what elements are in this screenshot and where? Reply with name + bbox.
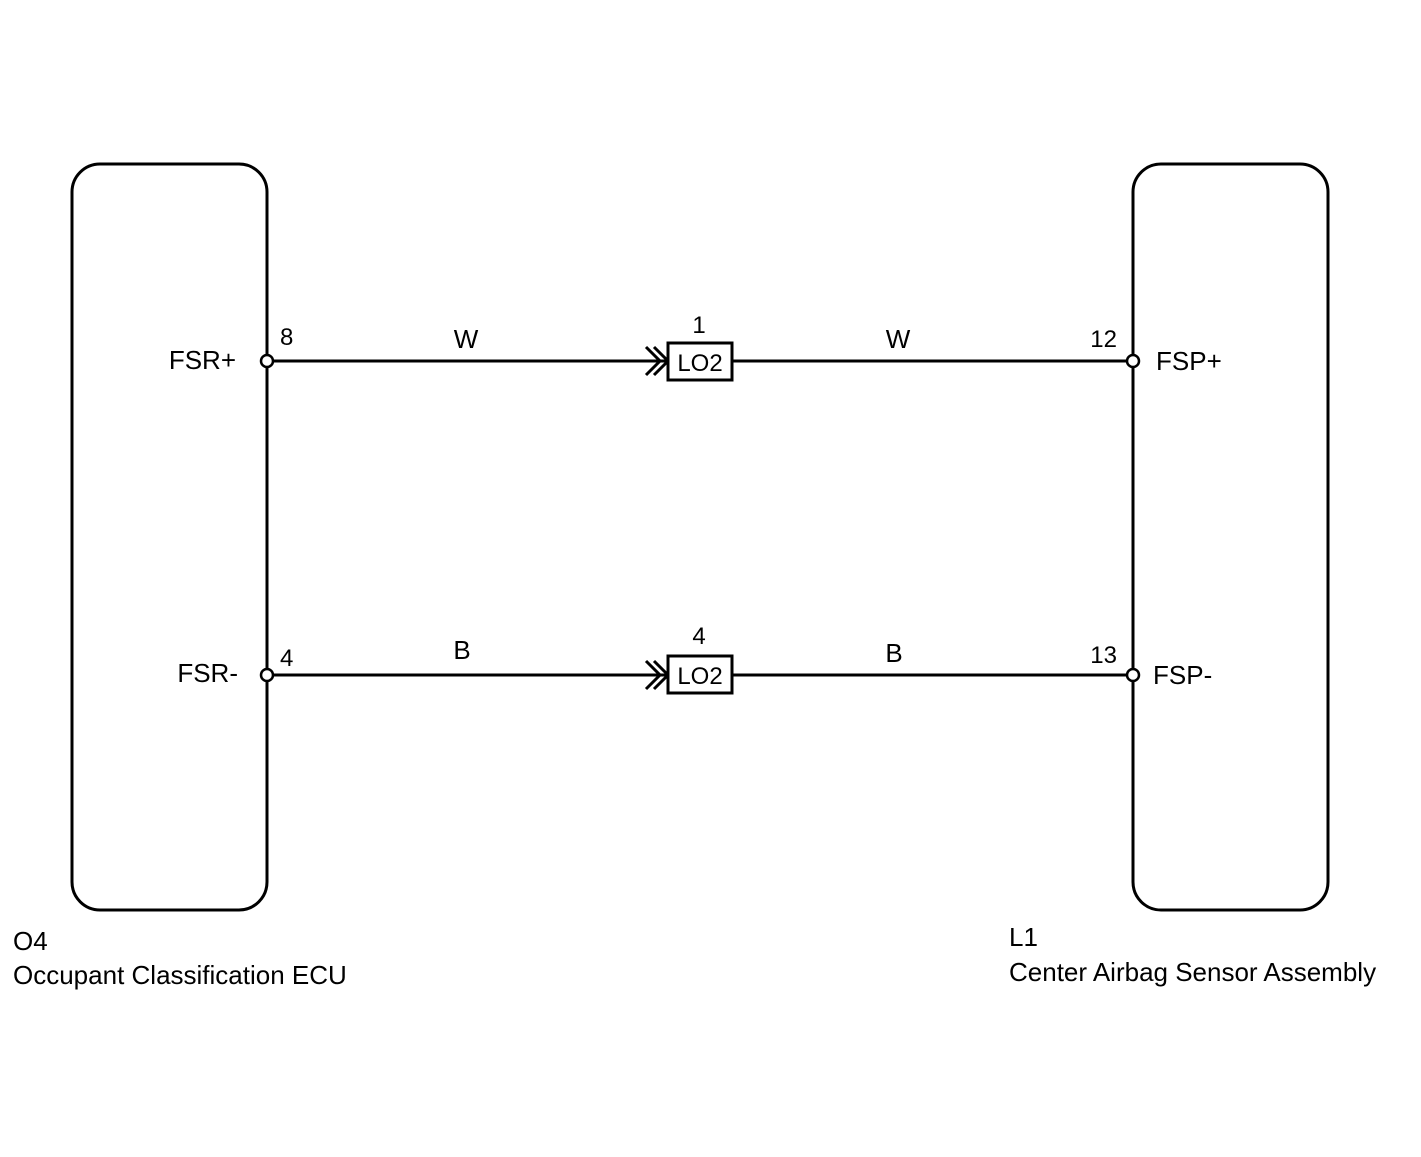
top-connector-box xyxy=(666,341,734,382)
left-top-pin-label: FSR+ xyxy=(169,345,236,375)
top-connector-name: LO2 xyxy=(677,350,722,377)
left-component-code: O4 xyxy=(13,926,48,956)
left-bottom-pin-label: FSR- xyxy=(177,658,238,688)
top-connector: LO2 1 xyxy=(644,312,734,382)
left-bottom-pin-number: 4 xyxy=(280,645,293,672)
left-top-terminal xyxy=(259,353,275,369)
left-bottom-terminal xyxy=(259,667,275,683)
right-bottom-terminal xyxy=(1125,667,1141,683)
right-component-name: Center Airbag Sensor Assembly xyxy=(1009,957,1376,987)
bottom-connector-pin-number: 4 xyxy=(692,623,705,650)
bottom-left-wire-color: B xyxy=(453,635,470,665)
right-bottom-pin-label: FSP- xyxy=(1153,660,1212,690)
bottom-connector-box xyxy=(666,654,734,695)
right-component-code: L1 xyxy=(1009,922,1038,952)
left-top-pin-number: 8 xyxy=(280,324,293,351)
right-bottom-pin-number: 13 xyxy=(1090,642,1117,669)
top-left-wire-color: W xyxy=(454,324,479,354)
right-top-pin-label: FSP+ xyxy=(1156,346,1222,376)
bottom-right-wire-color: B xyxy=(885,638,902,668)
top-connector-chevron-outer xyxy=(644,345,663,377)
bottom-connector-chevron-outer xyxy=(644,659,663,691)
right-top-pin-number: 12 xyxy=(1090,326,1117,353)
top-connector-pin-number: 1 xyxy=(692,312,705,339)
right-top-terminal xyxy=(1125,353,1141,369)
bottom-connector: LO2 4 xyxy=(644,623,734,695)
right-component-body xyxy=(1131,162,1330,912)
left-component-body xyxy=(70,162,269,912)
top-right-wire-color: W xyxy=(886,324,911,354)
bottom-connector-name: LO2 xyxy=(677,663,722,690)
left-component-name: Occupant Classification ECU xyxy=(13,960,347,990)
